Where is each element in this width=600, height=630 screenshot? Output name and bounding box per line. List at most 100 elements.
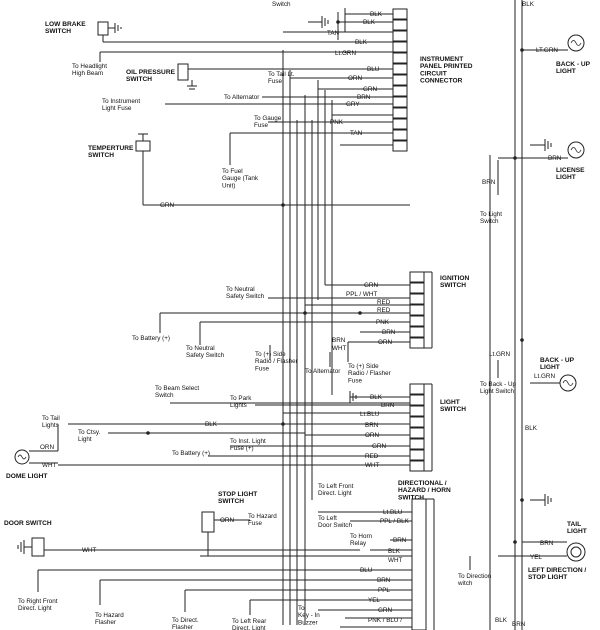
wire-label-grn-ls: GRN xyxy=(372,443,386,450)
wire-label-wht-dome: WHT xyxy=(42,462,56,469)
wire-label-wht-ls: WHT xyxy=(365,462,379,469)
wire-label-blk-ls: BLK xyxy=(370,394,383,401)
wire-label-orn-ls: ORN xyxy=(365,432,379,439)
dome-light-label: DOME LIGHT xyxy=(6,473,47,480)
door-switch-label: DOOR SWITCH xyxy=(4,520,52,527)
wire-label-wht-door: WHT xyxy=(82,547,96,554)
wire-label-brn-vert: BRN xyxy=(482,179,496,186)
wire-label-brn-bottom: BRN xyxy=(512,621,526,628)
wire-label-grn-temp: GRN xyxy=(160,202,174,209)
direct-flasher-label: To Direct.Flasher xyxy=(172,617,199,630)
wire-label-wht-dir: WHT xyxy=(388,557,402,564)
wire-label-brn-ign: BRN xyxy=(382,329,396,336)
wire-label-blk-right: BLK xyxy=(525,425,538,432)
wire-label-pnk-ign: PNK xyxy=(376,319,390,326)
wire-label-orn-1: ORN xyxy=(348,75,362,82)
wire-label-pnk-blu: PNK / BLU / xyxy=(368,617,402,624)
wire-label-grn-dir: GRN xyxy=(378,607,392,614)
wire-label-ppl-wht: PPL / WHT xyxy=(346,291,377,298)
wire-label-orn-stop: ORN xyxy=(220,517,234,524)
wire-label-ltblu-ls: Lt.BLU xyxy=(360,411,380,418)
wire-label-yel-tail: YEL xyxy=(530,554,542,561)
wire-label-ltgrn-mid: Lt.GRN xyxy=(489,351,510,358)
wire-label-tan-2: TAN xyxy=(350,130,363,137)
ground-symbol-top: Switch xyxy=(272,1,329,28)
trunk-wires xyxy=(282,0,523,630)
left-direction-label: LEFT DIRECTION /STOP LIGHT xyxy=(528,567,586,581)
wire-label-grn-ign: GRN xyxy=(364,282,378,289)
tail-fuse-label: To Tail Lt.Fuse xyxy=(268,71,295,85)
wire-label-wht-ign: WHT xyxy=(332,345,346,352)
battery-2-label: To Battery (+) xyxy=(172,450,210,457)
license-ground xyxy=(530,139,552,151)
wire-label-blk-ls-2: BLK xyxy=(205,421,218,428)
wire-label-pnk-1: PNK xyxy=(330,119,344,126)
wire-label-blk-3: BLK xyxy=(355,39,368,46)
alternator-top-label: To Alternator xyxy=(224,94,259,101)
battery-1-label: To Battery (+) xyxy=(132,335,170,342)
dome-light: ORN WHT DOME LIGHT xyxy=(6,424,59,480)
wire-label-brn-ls: BRN xyxy=(381,402,395,409)
wire-label-red-1: RED xyxy=(377,299,391,306)
wire-label-gry-1: GRY xyxy=(346,101,360,108)
right-bus-junctions xyxy=(281,48,524,544)
wire-label-ppl-dir: PPL xyxy=(378,587,390,594)
wire-label-brn-1: BRN xyxy=(357,94,371,101)
wire-label-blk-bottom: BLK xyxy=(495,617,508,624)
wire-label-brn-tail: BRN xyxy=(540,540,554,547)
wire-label-blk-top: BLK xyxy=(522,1,535,8)
wire-label-blu-dir: BLU xyxy=(360,567,373,574)
wire-label-orn-ign: ORN xyxy=(378,339,392,346)
wire-label-brn-ls-2: BRN xyxy=(365,422,379,429)
switch-top-label: Switch xyxy=(272,1,291,8)
wire-label-brn-license: BRN xyxy=(548,155,562,162)
wire-label-yel-dir: YEL xyxy=(368,597,380,604)
wire-label-ltgrn-1: Lt.GRN xyxy=(335,50,356,57)
wire-label-blk-dir: BLK xyxy=(388,548,401,555)
wire-label-ltgrn-backup: LT.GRN xyxy=(536,47,558,54)
door-switch: DOOR SWITCH xyxy=(4,520,52,557)
wire-label-tan-1: TAN xyxy=(327,30,340,37)
wire-label-ltgrn-backup-2: Lt.GRN xyxy=(534,373,555,380)
wire-label-brn-dir-2: BRN xyxy=(377,577,391,584)
wire-label-blk-2: BLK xyxy=(363,19,376,26)
